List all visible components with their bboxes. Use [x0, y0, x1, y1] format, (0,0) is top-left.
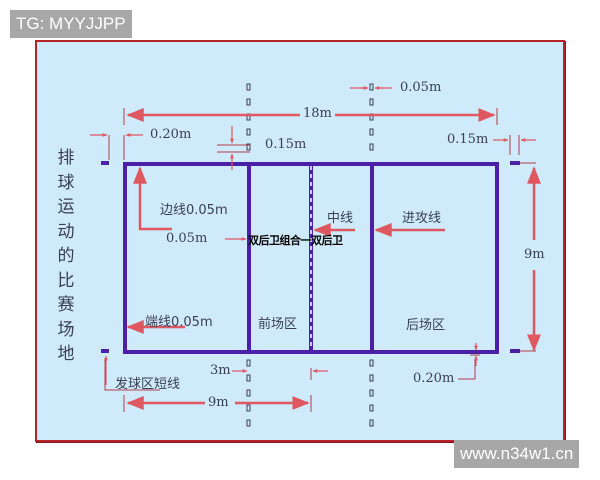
- service-mark-top-label: 0.15m: [265, 137, 307, 152]
- title-char: 赛: [57, 295, 75, 315]
- length-label: 18m: [303, 106, 332, 121]
- service-mark-right-label: 0.15m: [447, 132, 489, 147]
- antenna-width-label: 0.05m: [400, 80, 442, 95]
- title-char: 球: [57, 172, 75, 193]
- service-zone-mark-label: 发球区短线: [115, 377, 181, 392]
- title-char: 的: [57, 246, 75, 266]
- title-char: 运: [57, 197, 75, 217]
- half-length-label: 9m: [208, 395, 229, 410]
- title-char: 场: [57, 319, 75, 340]
- title-char: 排: [57, 148, 75, 168]
- line-width-label: 0.05m: [166, 231, 208, 246]
- post-markers: [246, 83, 374, 427]
- overlay-text: 双后卫组合一双后卫: [248, 234, 343, 247]
- sideline-label: 边线0.05m: [160, 203, 228, 218]
- diagram-title-vertical: 排 球 运 动 的 比 赛 场 地: [56, 146, 76, 367]
- court: [123, 162, 499, 354]
- service-gap-left-label: 0.20m: [150, 127, 192, 142]
- service-gap-bottom-label: 0.20m: [413, 371, 455, 386]
- endline-label: 端线0.05m: [145, 315, 213, 330]
- title-char: 比: [57, 270, 75, 291]
- back-zone-label: 后场区: [406, 318, 446, 333]
- width-label: 9m: [524, 247, 545, 262]
- service-marks: [101, 161, 520, 353]
- title-char: 动: [57, 221, 75, 242]
- watermark-top-left: TG: MYYJJPP: [10, 10, 132, 38]
- attack-zone-label: 3m: [210, 363, 231, 378]
- center-line-label: 中线: [327, 211, 354, 226]
- title-char: 地: [57, 344, 75, 364]
- attack-line-label: 进攻线: [402, 211, 442, 226]
- watermark-bottom-right: www.n34w1.cn: [454, 440, 580, 468]
- front-zone-label: 前场区: [258, 317, 298, 332]
